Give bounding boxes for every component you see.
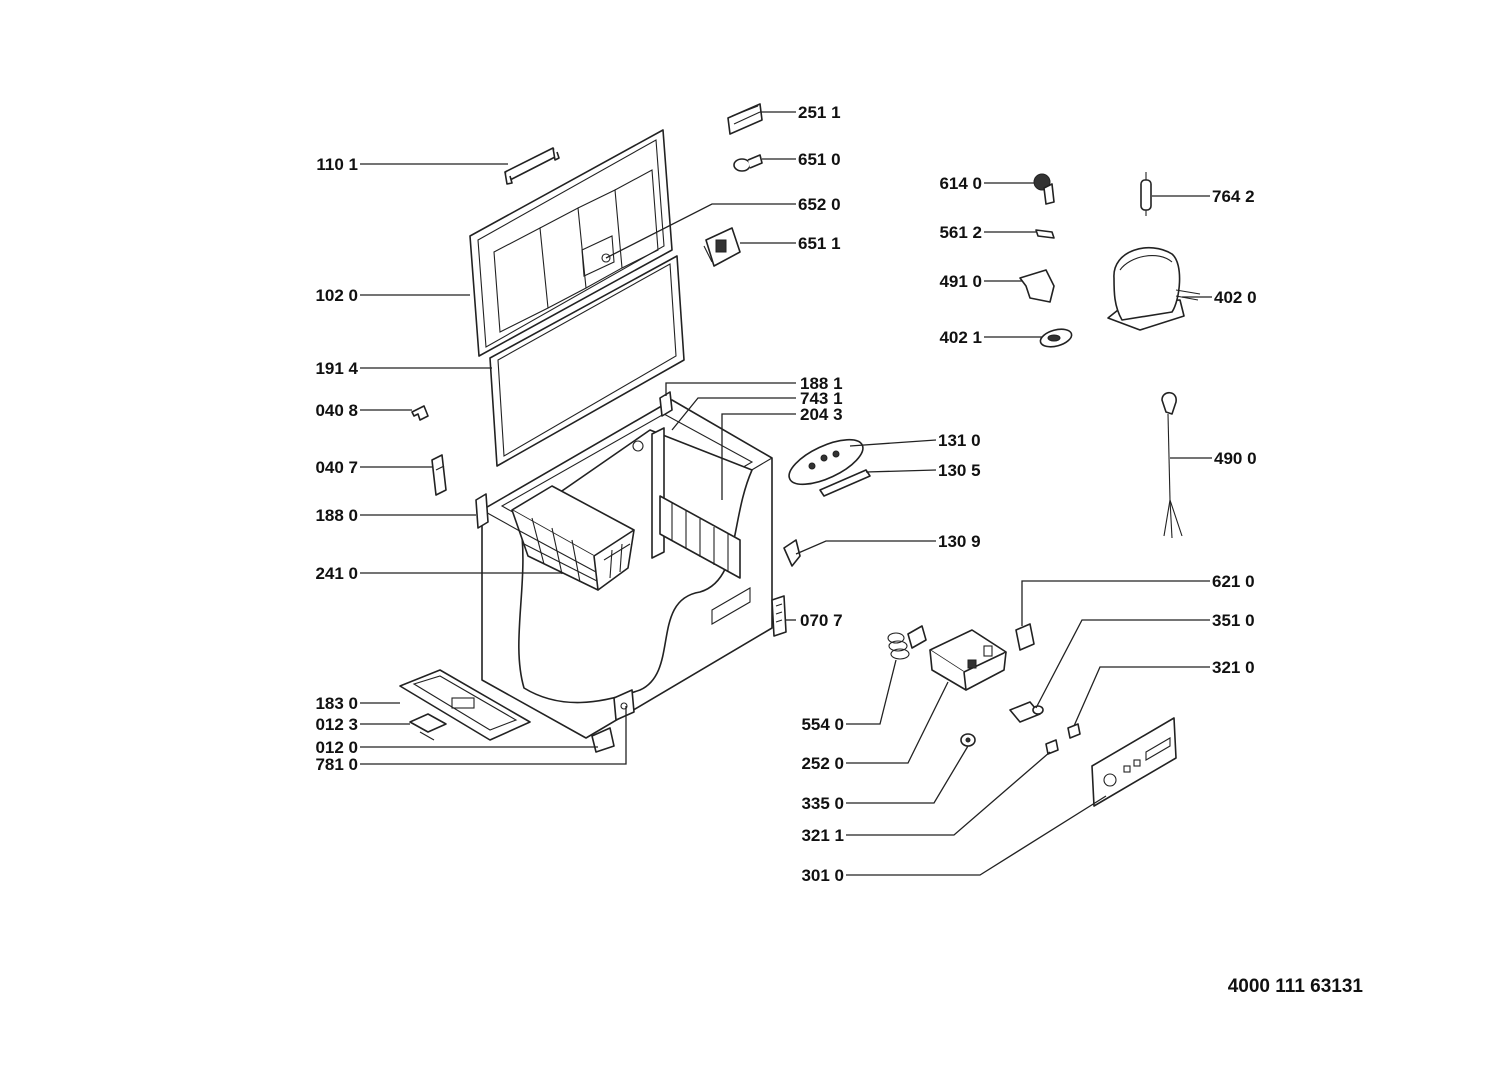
- part-614-0: [1033, 173, 1055, 205]
- callout-621-0: 621 0: [1212, 572, 1255, 591]
- callout-321-0: 321 0: [1212, 658, 1255, 677]
- callout-402-0: 402 0: [1214, 288, 1257, 307]
- part-drawings: [399, 103, 1201, 807]
- callout-204-3: 204 3: [800, 405, 843, 424]
- part-130-9: [783, 539, 801, 567]
- leader-lines: [360, 111, 1212, 876]
- callout-351-0: 351 0: [1212, 611, 1255, 630]
- callout-491-0: 491 0: [939, 272, 982, 291]
- filter-drier: [1140, 172, 1152, 216]
- hinge-right: [659, 391, 673, 417]
- callout-040-7: 040 7: [315, 458, 358, 477]
- compressor: [1107, 246, 1201, 331]
- callout-188-0: 188 0: [315, 506, 358, 525]
- part-651-1: [703, 227, 741, 267]
- control-panel: [1091, 717, 1177, 807]
- indicator-321-1: [1045, 739, 1059, 755]
- callout-241-0: 241 0: [315, 564, 358, 583]
- part-402-1: [1039, 328, 1073, 348]
- callout-102-0: 102 0: [315, 286, 358, 305]
- part-621-0: [1015, 623, 1035, 651]
- lid-gasket: [489, 255, 685, 467]
- power-cord: [1161, 391, 1183, 539]
- indicator-321-0: [1067, 723, 1081, 739]
- callout-070-7: 070 7: [800, 611, 843, 630]
- document-number: 4000 111 63131: [1228, 976, 1364, 997]
- callout-131-0: 131 0: [938, 431, 981, 450]
- part-491-0: [1019, 269, 1055, 303]
- callout-561-2: 561 2: [939, 223, 982, 242]
- knob: [960, 733, 976, 747]
- callout-781-0: 781 0: [315, 755, 358, 774]
- callout-130-5: 130 5: [938, 461, 981, 480]
- part-561-2: [1035, 229, 1055, 239]
- callout-651-1: 651 1: [798, 234, 841, 253]
- lid-handle: [504, 147, 560, 185]
- callout-labels: 110 1 102 0 191 4 040 8 040 7 188 0 241 …: [315, 103, 1256, 885]
- callout-110-1: 110 1: [316, 155, 358, 174]
- hinge-left: [475, 493, 489, 529]
- callout-652-0: 652 0: [798, 195, 841, 214]
- lid-outer: [469, 129, 673, 357]
- foot-rear: [613, 689, 635, 721]
- callout-651-0: 651 0: [798, 150, 841, 169]
- callout-402-1: 402 1: [939, 328, 982, 347]
- callout-012-0: 012 0: [315, 738, 358, 757]
- part-040-8: [411, 405, 429, 421]
- wire-basket: [511, 485, 635, 591]
- part-012-3: [409, 713, 447, 741]
- thermostat-assembly: [788, 438, 871, 497]
- base-plate: [399, 669, 531, 741]
- callout-743-1: 743 1: [800, 389, 843, 408]
- callout-335-0: 335 0: [801, 794, 844, 813]
- part-040-7: [431, 454, 447, 496]
- callout-251-1: 251 1: [798, 103, 841, 122]
- callout-183-0: 183 0: [315, 694, 358, 713]
- callout-040-8: 040 8: [315, 401, 358, 420]
- callout-012-3: 012 3: [315, 715, 358, 734]
- callout-252-0: 252 0: [801, 754, 844, 773]
- callout-301-0: 301 0: [801, 866, 844, 885]
- spring: [887, 625, 927, 660]
- callout-490-0: 490 0: [1214, 449, 1257, 468]
- callout-130-9: 130 9: [938, 532, 981, 551]
- callout-191-4: 191 4: [315, 359, 358, 378]
- callout-764-2: 764 2: [1212, 187, 1255, 206]
- callout-188-1: 188 1: [800, 374, 843, 393]
- callout-321-1: 321 1: [801, 826, 844, 845]
- part-251-1: [727, 103, 763, 135]
- lamp: [1009, 701, 1044, 723]
- part-070-7: [771, 595, 787, 637]
- part-651-0: [733, 154, 763, 172]
- callout-614-0: 614 0: [939, 174, 982, 193]
- control-box: [929, 629, 1007, 691]
- callout-554-0: 554 0: [801, 715, 844, 734]
